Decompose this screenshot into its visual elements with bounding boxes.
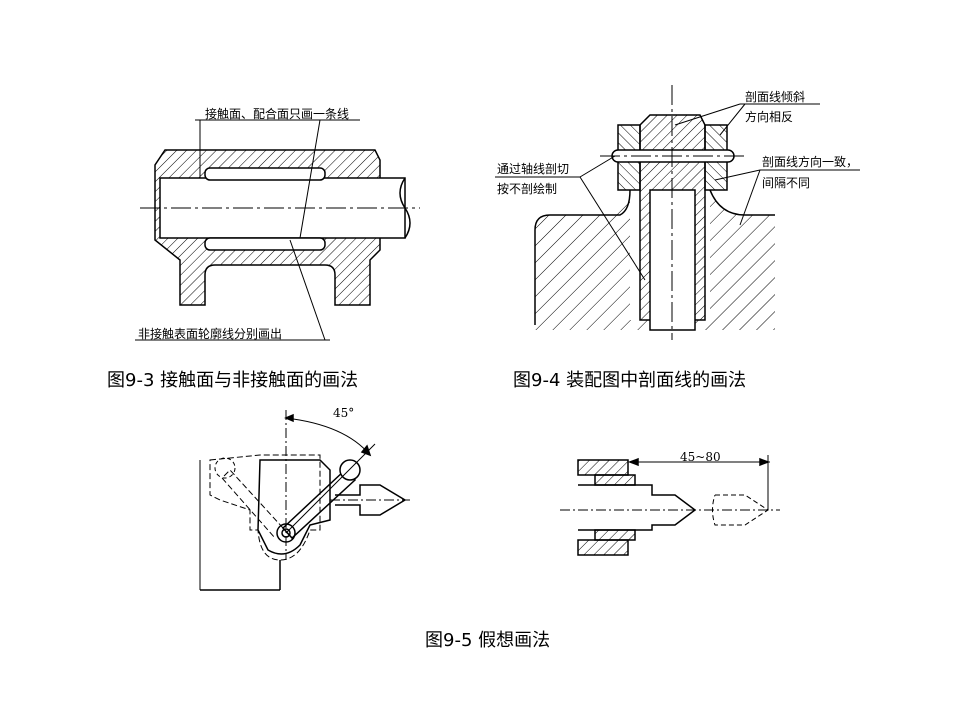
figure-9-4-drawing	[495, 85, 860, 340]
caption-figure-9-3: 图9-3 接触面与非接触面的画法	[107, 370, 359, 391]
label-hatch-tilt: 剖面线倾斜	[745, 90, 806, 104]
label-contact-surface: 接触面、配合面只画一条线	[205, 107, 350, 121]
figure-9-5-left-drawing	[199, 410, 410, 591]
label-draw-unsectioned: 按不剖绘制	[497, 182, 558, 196]
label-cut-through-axis: 通过轴线剖切	[497, 162, 570, 176]
figure-9-5-right-drawing	[560, 455, 780, 556]
label-different-spacing: 间隔不同	[762, 176, 811, 190]
angle-label: 45°	[333, 406, 355, 420]
caption-figure-9-5: 图9-5 假想画法	[425, 630, 551, 651]
label-non-contact-surface: 非接触表面轮廓线分别画出	[138, 327, 283, 341]
range-label: 45~80	[680, 450, 721, 464]
label-opposite-direction: 方向相反	[745, 110, 794, 124]
label-same-direction: 剖面线方向一致，	[762, 155, 859, 169]
figure-9-3-drawing	[135, 119, 420, 341]
caption-figure-9-4: 图9-4 装配图中剖面线的画法	[513, 370, 747, 391]
